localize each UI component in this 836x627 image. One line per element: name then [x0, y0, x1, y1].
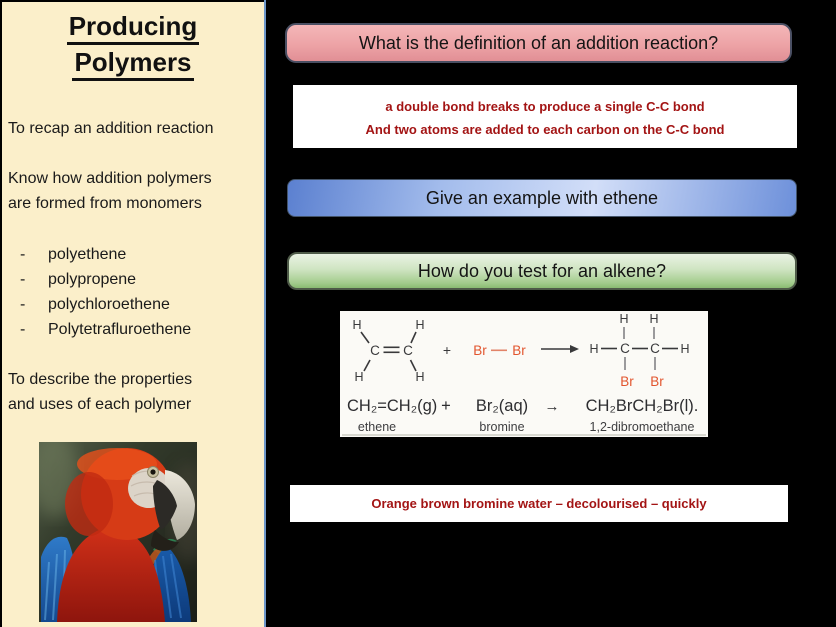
question-definition-box[interactable]: What is the definition of an addition re…	[285, 23, 792, 63]
question-test-box[interactable]: How do you test for an alkene?	[287, 252, 797, 290]
atom-label: H	[649, 312, 658, 326]
parrot-image	[39, 442, 197, 622]
atom-label: H	[589, 342, 598, 356]
bullet-dash: -	[20, 246, 26, 263]
polymer-list: - polyethene - polypropene - polychloroe…	[8, 242, 191, 342]
answer-definition-box: a double bond breaks to produce a single…	[293, 85, 797, 148]
dibromoethane-structure: H H H C C H Br Br	[589, 312, 689, 389]
atom-label: Br	[620, 374, 634, 389]
atom-label: C	[403, 343, 413, 358]
reaction-arrow	[541, 345, 579, 353]
atom-label: H	[354, 370, 363, 384]
list-item-label: polyethene	[48, 246, 127, 263]
list-item-label: polypropene	[48, 271, 137, 288]
title-line-2: Polymers	[72, 47, 194, 81]
bullet-dash: -	[20, 321, 26, 338]
left-panel: Producing Polymers To recap an addition …	[2, 2, 264, 627]
atom-label: Br	[473, 343, 487, 358]
reaction-diagram-svg: H H H H C C + Br Br	[342, 312, 706, 436]
atom-label: C	[370, 343, 380, 358]
parrot-bird	[41, 448, 195, 622]
list-item-label: polychloroethene	[48, 296, 170, 313]
answer-definition-line2: And two atoms are added to each carbon o…	[365, 122, 725, 137]
bullet-dash: -	[20, 296, 26, 313]
arrow-symbol: →	[545, 398, 560, 415]
plus-sign: +	[441, 397, 451, 415]
atom-label: H	[680, 342, 689, 356]
symbol-equation: CH₂=CH₂(g) + Br₂(aq) → CH₂BrCH₂Br(l).	[347, 397, 698, 415]
plus-sign: +	[443, 342, 451, 358]
question-example-box[interactable]: Give an example with ethene	[287, 179, 797, 217]
bullet-dash: -	[20, 271, 26, 288]
atom-label: Br	[512, 343, 526, 358]
bromine-structure: Br Br	[473, 343, 526, 358]
reaction-diagram: H H H H C C + Br Br	[340, 311, 708, 437]
atom-label: C	[620, 341, 630, 356]
objective-polymers: Know how addition polymers are formed fr…	[8, 170, 212, 212]
atom-label: C	[650, 341, 660, 356]
answer-test-box: Orange brown bromine water – decolourise…	[290, 485, 788, 522]
label-bromine: bromine	[479, 420, 524, 434]
list-item: - polyethene	[8, 242, 191, 267]
page-title: Producing Polymers	[2, 8, 264, 81]
equation-reactant1: CH₂=CH₂(g)	[347, 397, 437, 415]
atom-label: H	[415, 318, 424, 332]
answer-test-label: Orange brown bromine water – decolourise…	[371, 496, 707, 511]
list-item: - polypropene	[8, 267, 191, 292]
atom-label: H	[352, 318, 361, 332]
ethene-structure: H H H H C C	[352, 318, 424, 384]
objective-recap: To recap an addition reaction	[8, 120, 214, 137]
question-example-label: Give an example with ethene	[425, 187, 659, 208]
atom-label: H	[619, 312, 628, 326]
atom-label: Br	[650, 374, 664, 389]
label-ethene: ethene	[358, 420, 396, 434]
equation-product: CH₂BrCH₂Br(l).	[586, 397, 699, 415]
objective-properties: To describe the properties and uses of e…	[8, 371, 193, 413]
title-line-1: Producing	[66, 11, 200, 45]
list-item: - Polytetrafluroethene	[8, 317, 191, 342]
label-dibromoethane: 1,2-dibromoethane	[590, 420, 695, 434]
question-test-label: How do you test for an alkene?	[417, 260, 667, 281]
atom-label: H	[415, 370, 424, 384]
list-item-label: Polytetrafluroethene	[48, 321, 192, 338]
equation-labels: ethene bromine 1,2-dibromoethane	[358, 420, 695, 434]
list-item: - polychloroethene	[8, 292, 191, 317]
answer-definition-line1: a double bond breaks to produce a single…	[385, 99, 705, 114]
question-definition-label: What is the definition of an addition re…	[358, 32, 719, 53]
equation-reactant2: Br₂(aq)	[476, 397, 528, 415]
panel-divider	[264, 0, 266, 627]
